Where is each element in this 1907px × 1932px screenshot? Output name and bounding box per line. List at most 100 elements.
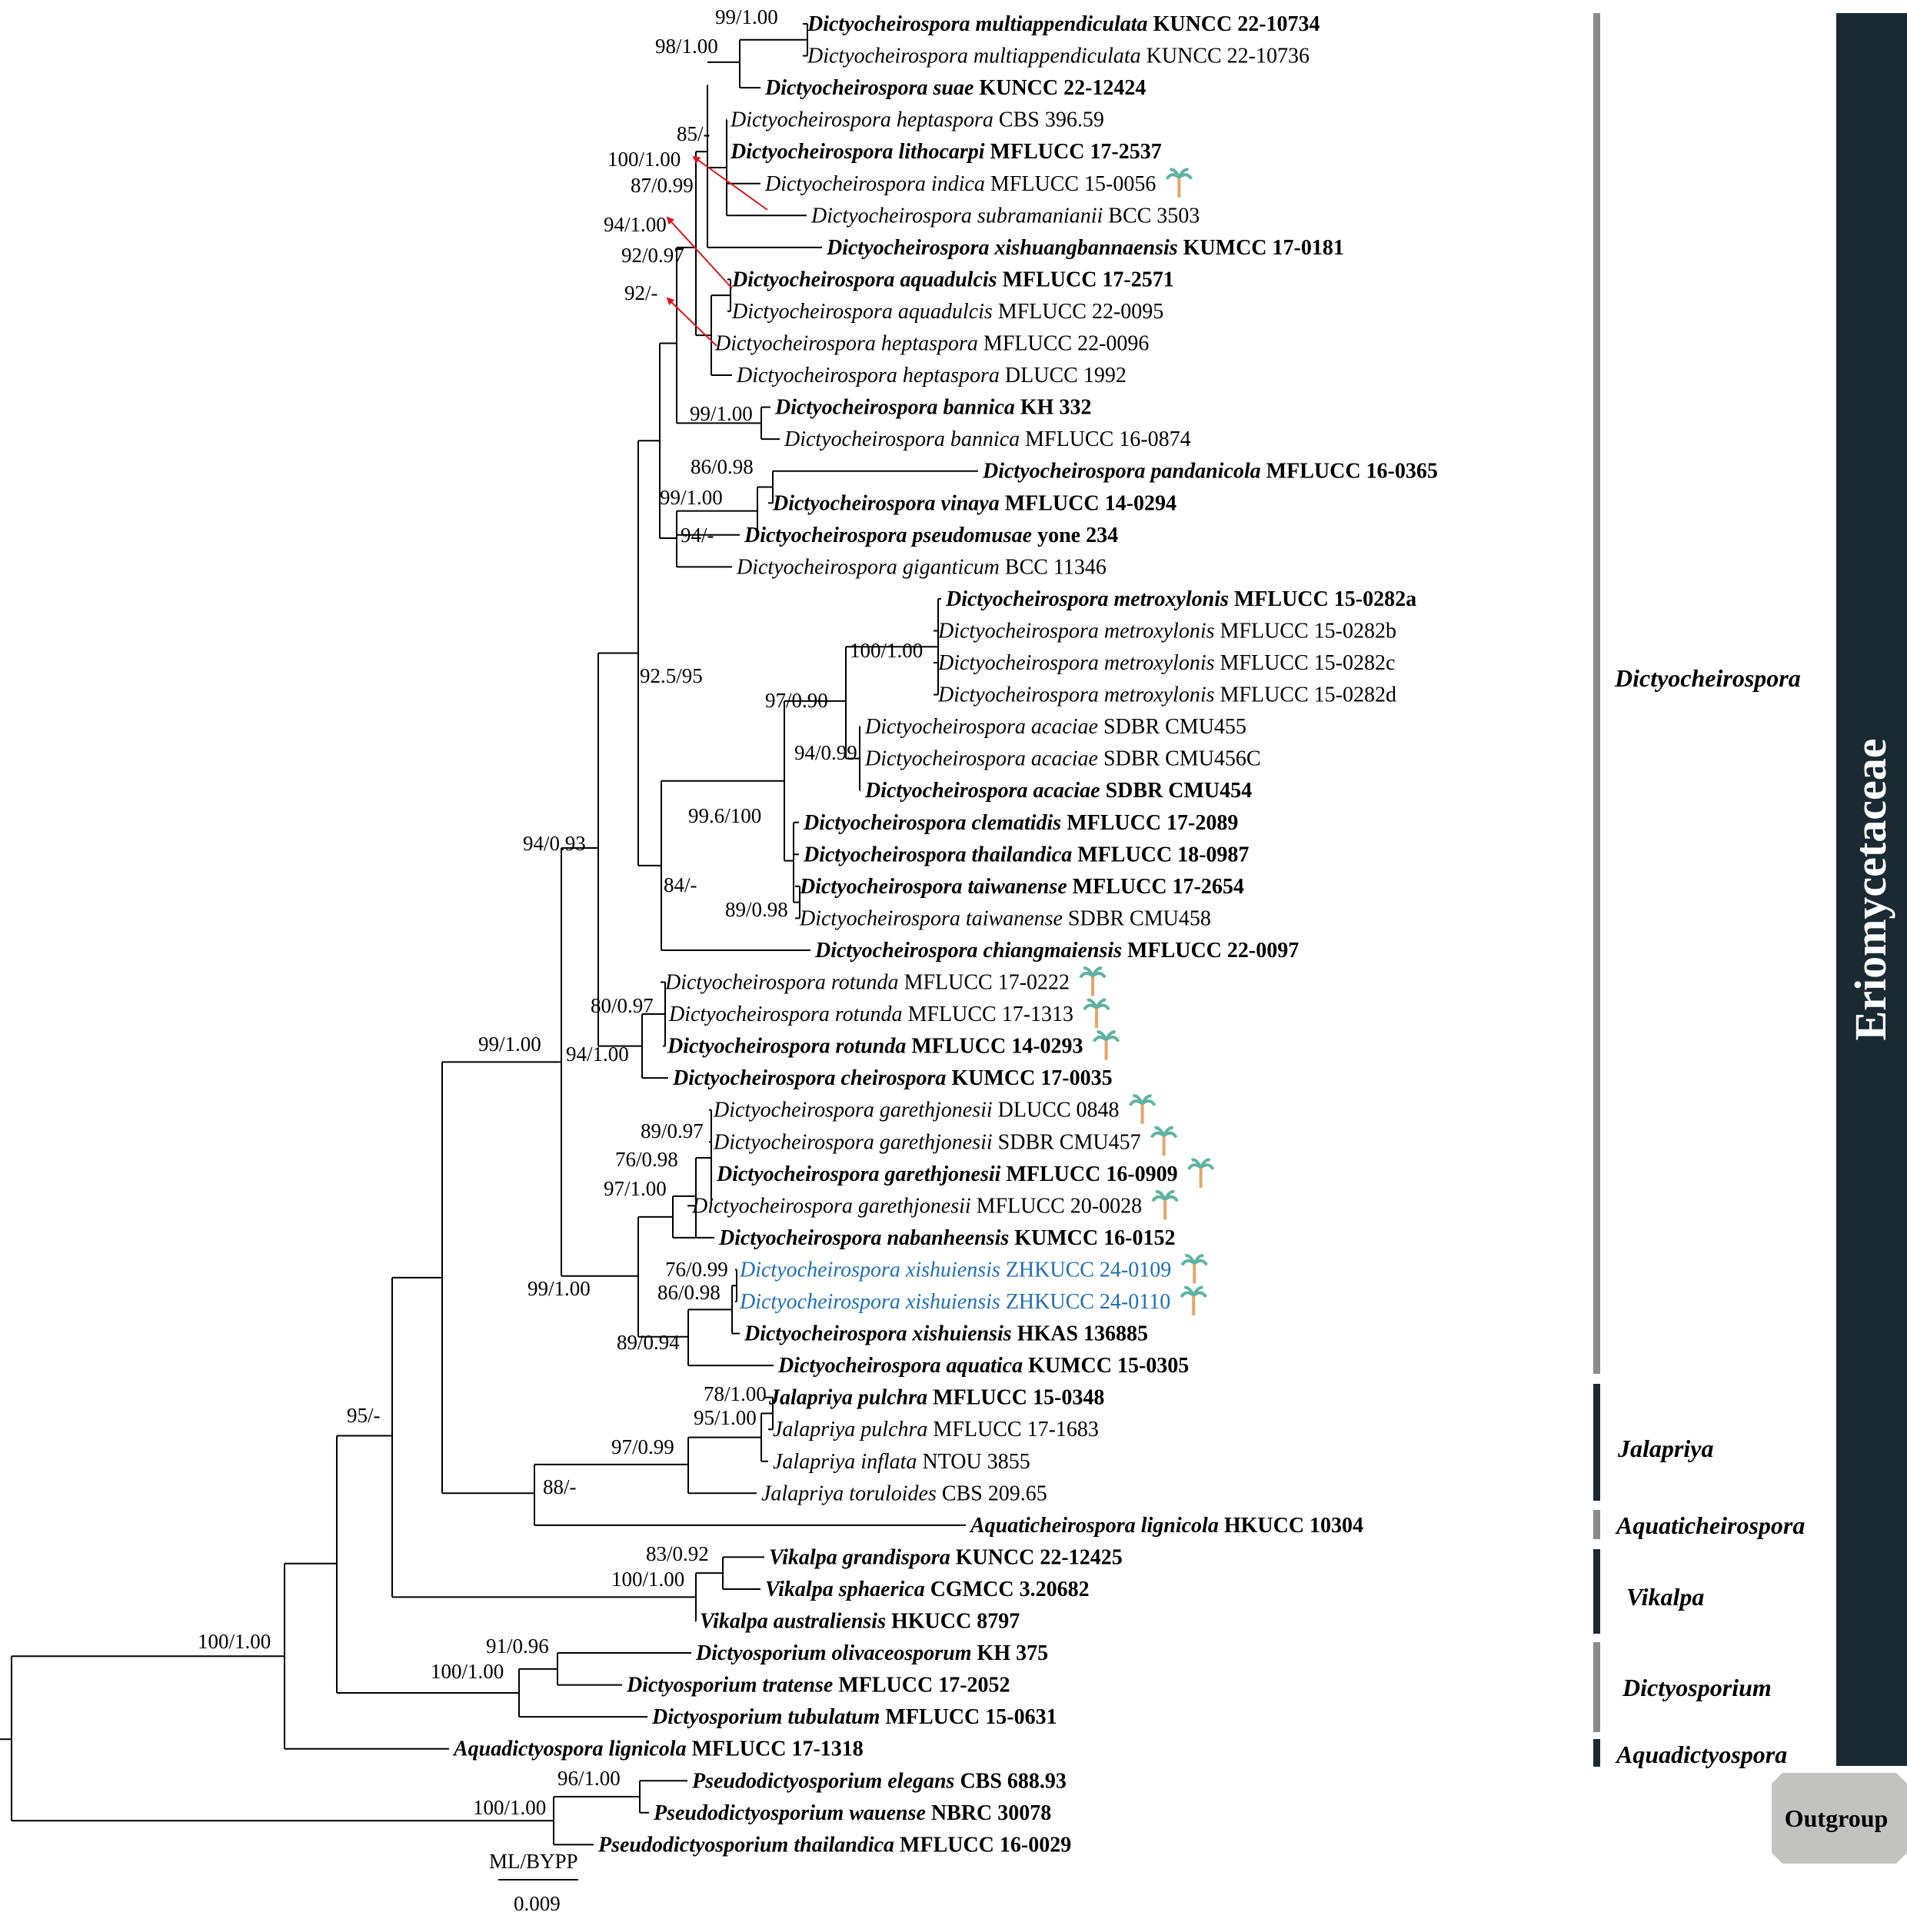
tip-label: Dictyocheirospora vinaya MFLUCC 14-0294 — [772, 491, 1176, 515]
clade-label-jalapriya: Jalapriya — [1617, 1435, 1713, 1462]
tip-label: Dictyocheirospora pseudomusae yone 234 — [744, 524, 1118, 547]
taxon-name: Dictyocheirospora acaciae — [864, 747, 1098, 771]
taxon-name: Dictyocheirospora pandanicola — [982, 460, 1261, 484]
support-value: 100/1.00 — [607, 148, 681, 171]
taxon-name: Dictyocheirospora garethjonesii — [716, 1162, 1001, 1186]
strain-number: MFLUCC 17-1313 — [903, 1003, 1073, 1026]
taxon-name: Dictyocheirospora thailandica — [803, 843, 1072, 866]
taxon-name: Dictyocheirospora vinaya — [772, 491, 1000, 515]
tip-label: Dictyocheirospora rotunda MFLUCC 17-0222 — [664, 971, 1070, 995]
taxon-name: Jalapriya pulchra — [768, 1386, 927, 1410]
tree-branches — [0, 23, 978, 1846]
support-value: 96/1.00 — [557, 1767, 621, 1790]
bar-dictyocheirospora — [1593, 13, 1600, 1374]
taxon-name: Dictyosporium tratense — [626, 1674, 833, 1698]
tip-label: Jalapriya pulchra MFLUCC 17-1683 — [773, 1418, 1099, 1442]
taxon-name: Dictyocheirospora pseudomusae — [744, 524, 1032, 547]
strain-number: SDBR CMU454 — [1100, 779, 1253, 803]
support-value: 92/- — [624, 281, 658, 304]
taxon-name: Dictyocheirospora rotunda — [667, 1035, 906, 1059]
support-value: 97/0.90 — [765, 689, 828, 712]
support-value: 80/0.97 — [591, 994, 654, 1017]
support-value: 99.6/100 — [688, 804, 761, 827]
taxon-name: Aquaticheirospora lignicola — [969, 1514, 1219, 1538]
tip-label: Vikalpa sphaerica CGMCC 3.20682 — [765, 1578, 1090, 1601]
taxon-name: Dictyocheirospora metroxylonis — [937, 619, 1215, 643]
taxon-name: Pseudodictyosporium wauense — [653, 1801, 926, 1825]
tip-label: Dictyocheirospora lithocarpi MFLUCC 17-2… — [730, 140, 1162, 164]
taxon-name: Dictyocheirospora bannica — [784, 427, 1020, 451]
taxon-name: Dictyocheirospora aquadulcis — [731, 300, 993, 324]
tip-label: Pseudodictyosporium thailandica MFLUCC 1… — [597, 1833, 1071, 1857]
tip-label: Dictyocheirospora metroxylonis MFLUCC 15… — [937, 619, 1396, 643]
taxon-name: Dictyocheirospora heptaspora — [736, 364, 1000, 387]
taxon-name: Dictyocheirospora suae — [764, 76, 973, 100]
support-value: 89/0.94 — [617, 1331, 680, 1354]
tip-label: Dictyocheirospora giganticum BCC 11346 — [736, 555, 1107, 579]
tip-label: Dictyocheirospora heptaspora MFLUCC 22-0… — [714, 332, 1149, 356]
palm-icon — [1180, 1254, 1209, 1285]
support-value: 100/1.00 — [611, 1568, 684, 1591]
support-value: 99/1.00 — [660, 486, 723, 509]
tip-label: Dictyocheirospora xishuiensis HKAS 13688… — [744, 1322, 1148, 1346]
palm-icon — [1083, 998, 1111, 1030]
strain-number: CGMCC 3.20682 — [925, 1578, 1090, 1601]
palm-icon — [1092, 1030, 1120, 1062]
taxon-name: Dictyocheirospora cheirospora — [672, 1066, 946, 1090]
support-value: 78/1.00 — [704, 1382, 767, 1405]
tip-label: Dictyocheirospora garethjonesii MFLUCC 2… — [691, 1194, 1142, 1218]
strain-number: MFLUCC 22-0096 — [978, 332, 1149, 356]
strain-number: BCC 11346 — [1000, 555, 1107, 579]
support-values: 99/1.0098/1.0085/-100/1.0087/0.9994/1.00… — [198, 5, 923, 1819]
taxon-name: Dictyocheirospora aquatica — [777, 1354, 1023, 1378]
support-value: 98/1.00 — [655, 35, 718, 58]
palm-icon — [1186, 1158, 1215, 1189]
strain-number: NBRC 30078 — [926, 1801, 1051, 1825]
taxon-name: Dictyocheirospora xishuangbannaensis — [826, 236, 1178, 260]
strain-number: KH 375 — [972, 1641, 1049, 1665]
tip-label: Dictyocheirospora heptaspora CBS 396.59 — [730, 108, 1104, 132]
outgroup-label: Outgroup — [1785, 1804, 1889, 1832]
support-value: 95/- — [347, 1404, 381, 1427]
strain-number: MFLUCC 14-0293 — [906, 1035, 1083, 1059]
support-value: 84/- — [664, 873, 697, 896]
bar-jalapriya — [1593, 1384, 1600, 1501]
palm-icon — [1079, 966, 1107, 998]
scale-legend: ML/BYPP 0.009 — [489, 1850, 578, 1915]
taxon-name: Dictyocheirospora nabanheensis — [718, 1226, 1009, 1250]
strain-number: MFLUCC 15-0282c — [1215, 651, 1396, 675]
arrow-lithocarpi — [692, 155, 768, 211]
strain-number: MFLUCC 17-2089 — [1061, 811, 1238, 835]
taxon-name: Dictyocheirospora multiappendiculata — [807, 12, 1148, 36]
palm-icon — [1150, 1126, 1178, 1158]
strain-number: KUMCC 17-0035 — [946, 1066, 1112, 1090]
palm-icon — [1151, 1190, 1180, 1222]
strain-number: DLUCC 0848 — [993, 1099, 1120, 1122]
support-value: 97/1.00 — [604, 1177, 667, 1200]
bar-vikalpa — [1593, 1549, 1600, 1634]
strain-number: MFLUCC 18-0987 — [1072, 843, 1249, 866]
strain-number: SDBR CMU457 — [993, 1130, 1141, 1154]
tip-label: Dictyocheirospora garethjonesii MFLUCC 1… — [716, 1162, 1178, 1186]
scale-value: 0.009 — [514, 1892, 561, 1915]
strain-number: MFLUCC 17-1683 — [927, 1418, 1098, 1442]
strain-number: BCC 3503 — [1103, 204, 1200, 228]
strain-number: SDBR CMU458 — [1063, 906, 1211, 930]
tip-label: Pseudodictyosporium elegans CBS 688.93 — [691, 1769, 1067, 1793]
strain-number: MFLUCC 14-0294 — [1000, 491, 1176, 515]
taxon-name: Dictyocheirospora taiwanense — [799, 875, 1067, 899]
taxon-name: Dictyocheirospora metroxylonis — [945, 587, 1229, 611]
annotation-arrows — [666, 155, 768, 347]
taxon-name: Pseudodictyosporium thailandica — [597, 1833, 894, 1857]
strain-number: NTOU 3855 — [917, 1450, 1030, 1474]
support-value: 86/0.98 — [657, 1281, 721, 1304]
support-value: 100/1.00 — [850, 639, 923, 662]
taxon-name: Dictyocheirospora giganticum — [736, 555, 1000, 579]
support-value: 94/1.00 — [566, 1042, 629, 1066]
support-value: 99/1.00 — [690, 402, 753, 425]
support-value: 85/- — [677, 122, 711, 145]
strain-number: MFLUCC 20-0028 — [971, 1194, 1142, 1218]
tip-label: Dictyocheirospora acaciae SDBR CMU454 — [864, 779, 1252, 803]
taxon-name: Dictyosporium tubulatum — [651, 1705, 880, 1729]
